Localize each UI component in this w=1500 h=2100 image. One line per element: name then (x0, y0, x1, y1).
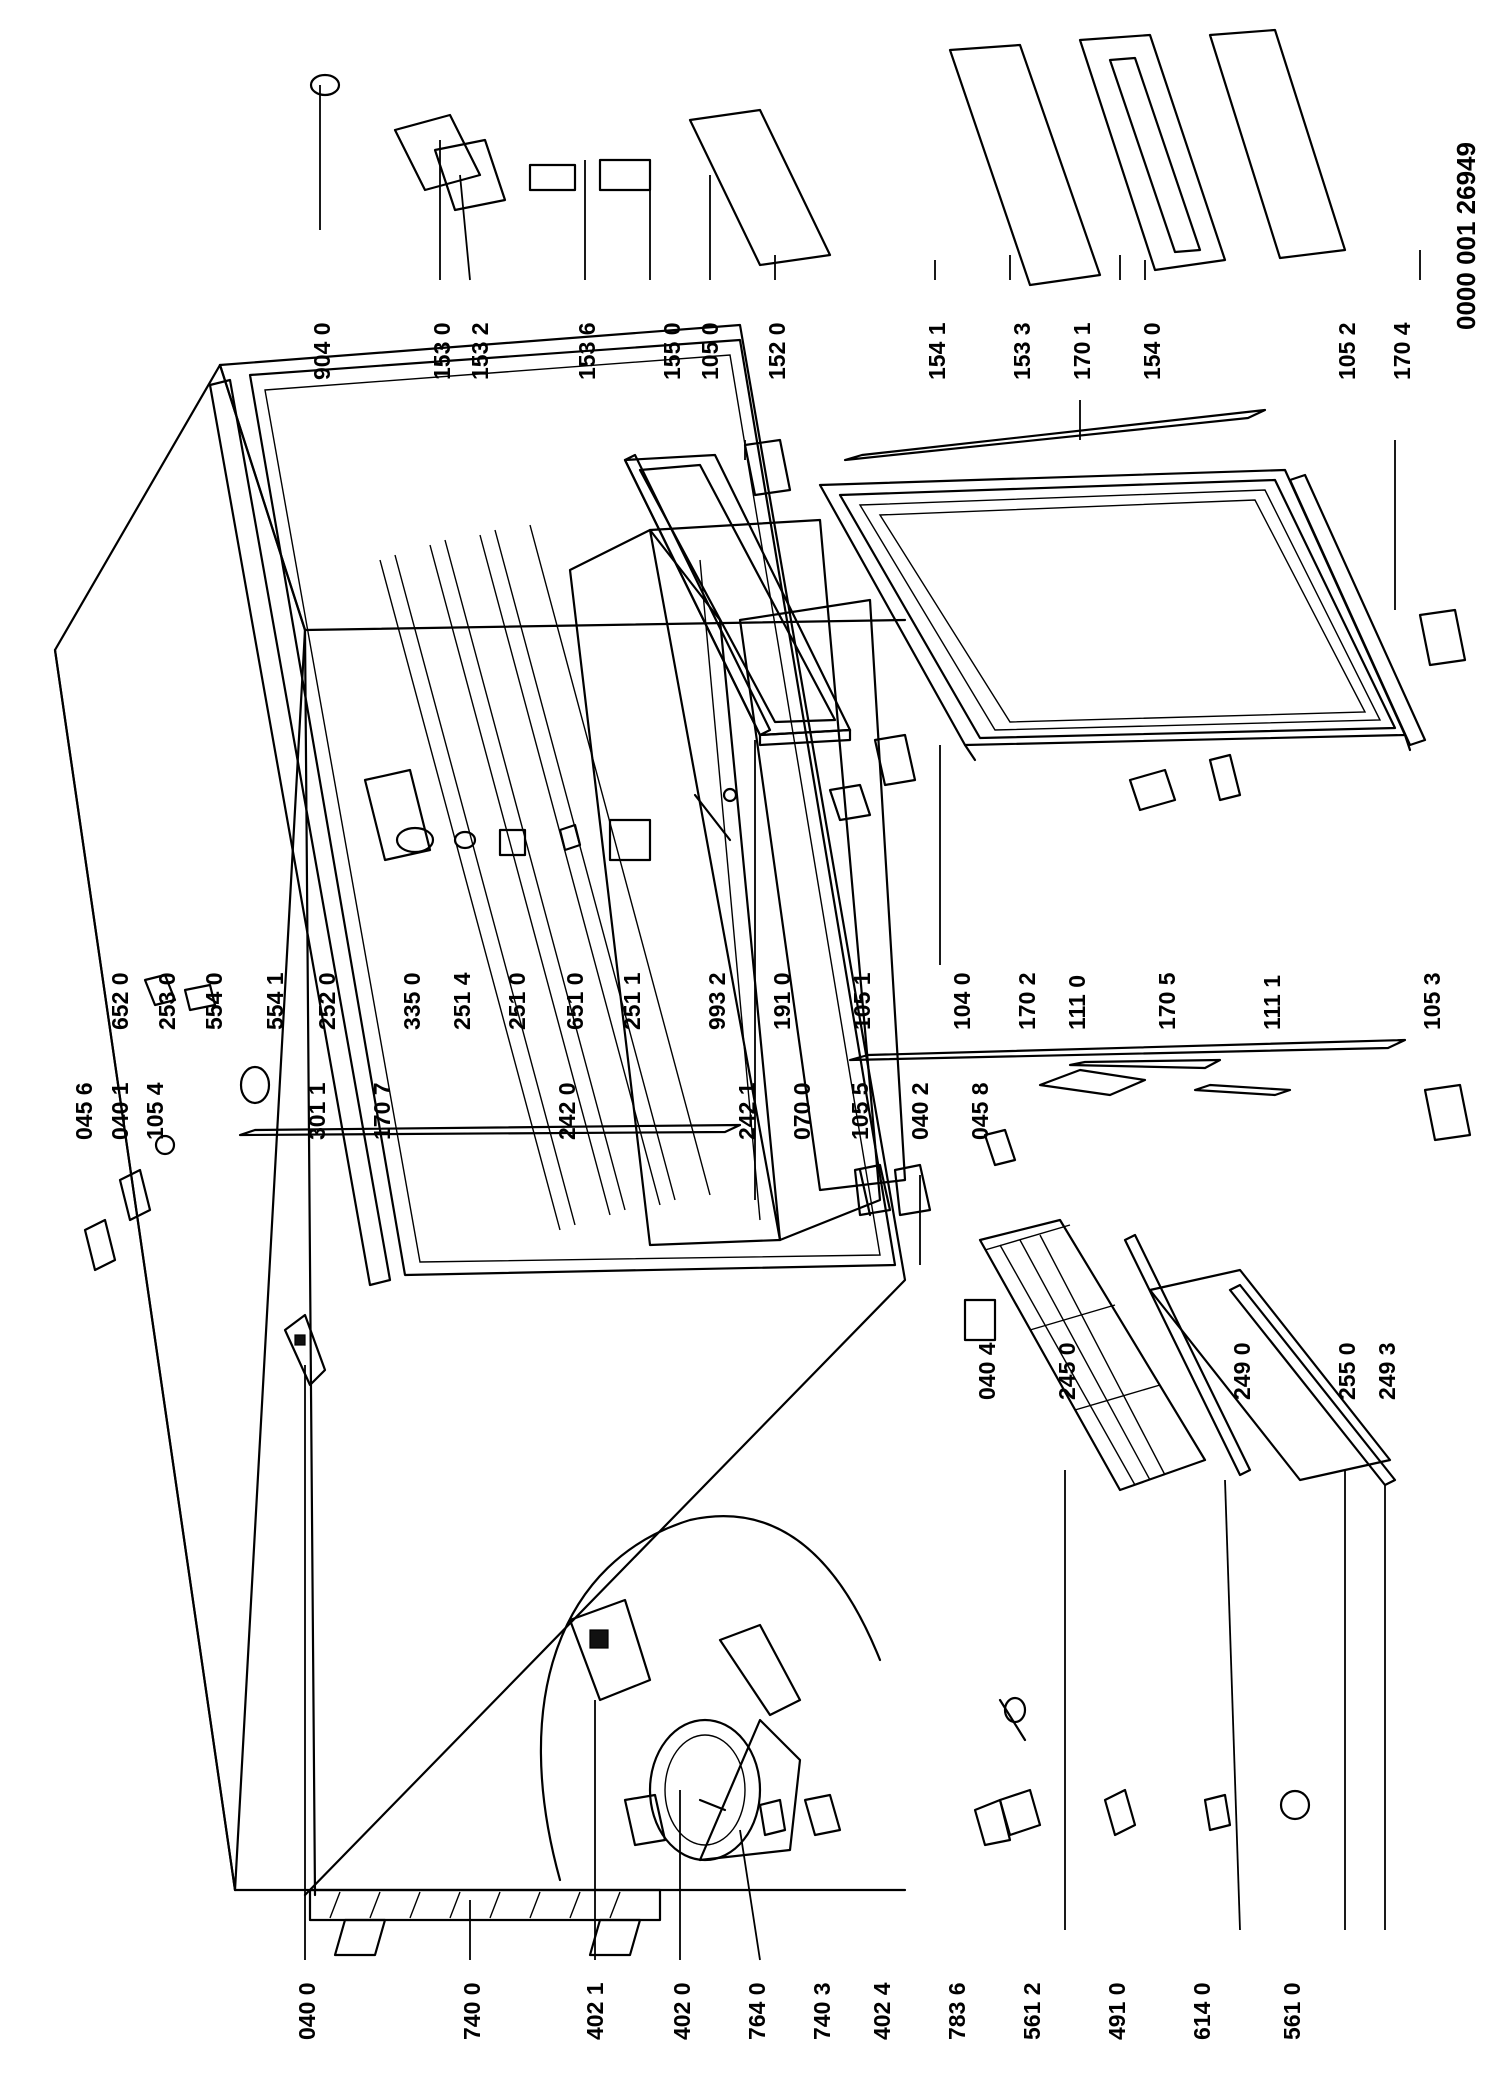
label-105-2: 105 2 (1334, 322, 1360, 380)
label-105-4: 105 4 (142, 1082, 168, 1140)
label-105-0: 105 0 (697, 322, 723, 380)
label-764-0: 764 0 (744, 1982, 770, 2040)
document-number: 0000 001 26949 (1451, 142, 1481, 330)
label-554-0: 554 0 (201, 972, 227, 1030)
part-labels: 040 0 740 0 402 1 402 0 764 0 740 3 402 … (71, 142, 1481, 2040)
label-402-4: 402 4 (869, 1982, 895, 2040)
label-249-0: 249 0 (1229, 1342, 1255, 1400)
label-040-4: 040 4 (974, 1342, 1000, 1400)
label-105-3: 105 3 (1419, 972, 1445, 1030)
label-740-3: 740 3 (809, 1982, 835, 2040)
leader-lines (304, 85, 1421, 1961)
label-170-5: 170 5 (1154, 972, 1180, 1030)
label-170-2: 170 2 (1014, 972, 1040, 1030)
label-170-4: 170 4 (1389, 322, 1415, 380)
label-153-2: 153 2 (467, 322, 493, 380)
label-651-0: 651 0 (562, 972, 588, 1030)
label-155-0: 155 0 (659, 322, 685, 380)
label-105-5: 105 5 (847, 1082, 873, 1140)
label-249-3: 249 3 (1374, 1342, 1400, 1400)
label-251-1: 251 1 (619, 972, 645, 1030)
label-491-0: 491 0 (1104, 1982, 1130, 2040)
label-652-0: 652 0 (107, 972, 133, 1030)
label-070-0: 070 0 (789, 1082, 815, 1140)
label-554-1: 554 1 (262, 972, 288, 1030)
label-045-6: 045 6 (71, 1082, 97, 1140)
shelves (978, 1218, 1397, 1492)
label-740-0: 740 0 (459, 1982, 485, 2040)
label-111-0: 111 0 (1064, 975, 1090, 1030)
label-904-0: 904 0 (309, 322, 335, 380)
label-783-6: 783 6 (944, 1982, 970, 2040)
label-154-0: 154 0 (1139, 322, 1165, 380)
label-255-0: 255 0 (1334, 1342, 1360, 1400)
label-242-0: 242 0 (554, 1082, 580, 1140)
label-045-8: 045 8 (967, 1082, 993, 1140)
label-191-0: 191 0 (769, 972, 795, 1030)
label-561-0: 561 0 (1279, 1982, 1305, 2040)
refrigerator-cabinet (53, 323, 907, 1957)
label-105-1: 105 1 (849, 972, 875, 1030)
label-251-0: 251 0 (504, 972, 530, 1030)
label-154-1: 154 1 (924, 322, 950, 380)
small-parts (83, 73, 1311, 1847)
label-152-0: 152 0 (764, 322, 790, 380)
label-253-0: 253 0 (154, 972, 180, 1030)
label-153-6: 153 6 (574, 322, 600, 380)
label-153-3: 153 3 (1009, 322, 1035, 380)
door-assembly (238, 408, 1472, 1142)
label-993-2: 993 2 (704, 972, 730, 1030)
label-040-2: 040 2 (907, 1082, 933, 1140)
label-245-0: 245 0 (1054, 1342, 1080, 1400)
label-614-0: 614 0 (1189, 1982, 1215, 2040)
label-402-0: 402 0 (669, 1982, 695, 2040)
label-251-4: 251 4 (449, 972, 475, 1030)
label-040-1: 040 1 (107, 1082, 133, 1140)
label-111-1: 111 1 (1259, 975, 1285, 1030)
label-252-0: 252 0 (314, 972, 340, 1030)
label-153-0: 153 0 (429, 322, 455, 380)
label-402-1: 402 1 (582, 1982, 608, 2040)
label-242-1: 242 1 (734, 1082, 760, 1140)
label-170-1: 170 1 (1069, 322, 1095, 380)
door-balconies (393, 28, 1347, 287)
label-561-2: 561 2 (1019, 1982, 1045, 2040)
label-335-0: 335 0 (399, 972, 425, 1030)
label-170-7: 170 7 (369, 1082, 395, 1140)
label-040-0: 040 0 (294, 1982, 320, 2040)
label-104-0: 104 0 (949, 972, 975, 1030)
label-301-1: 301 1 (304, 1082, 330, 1140)
